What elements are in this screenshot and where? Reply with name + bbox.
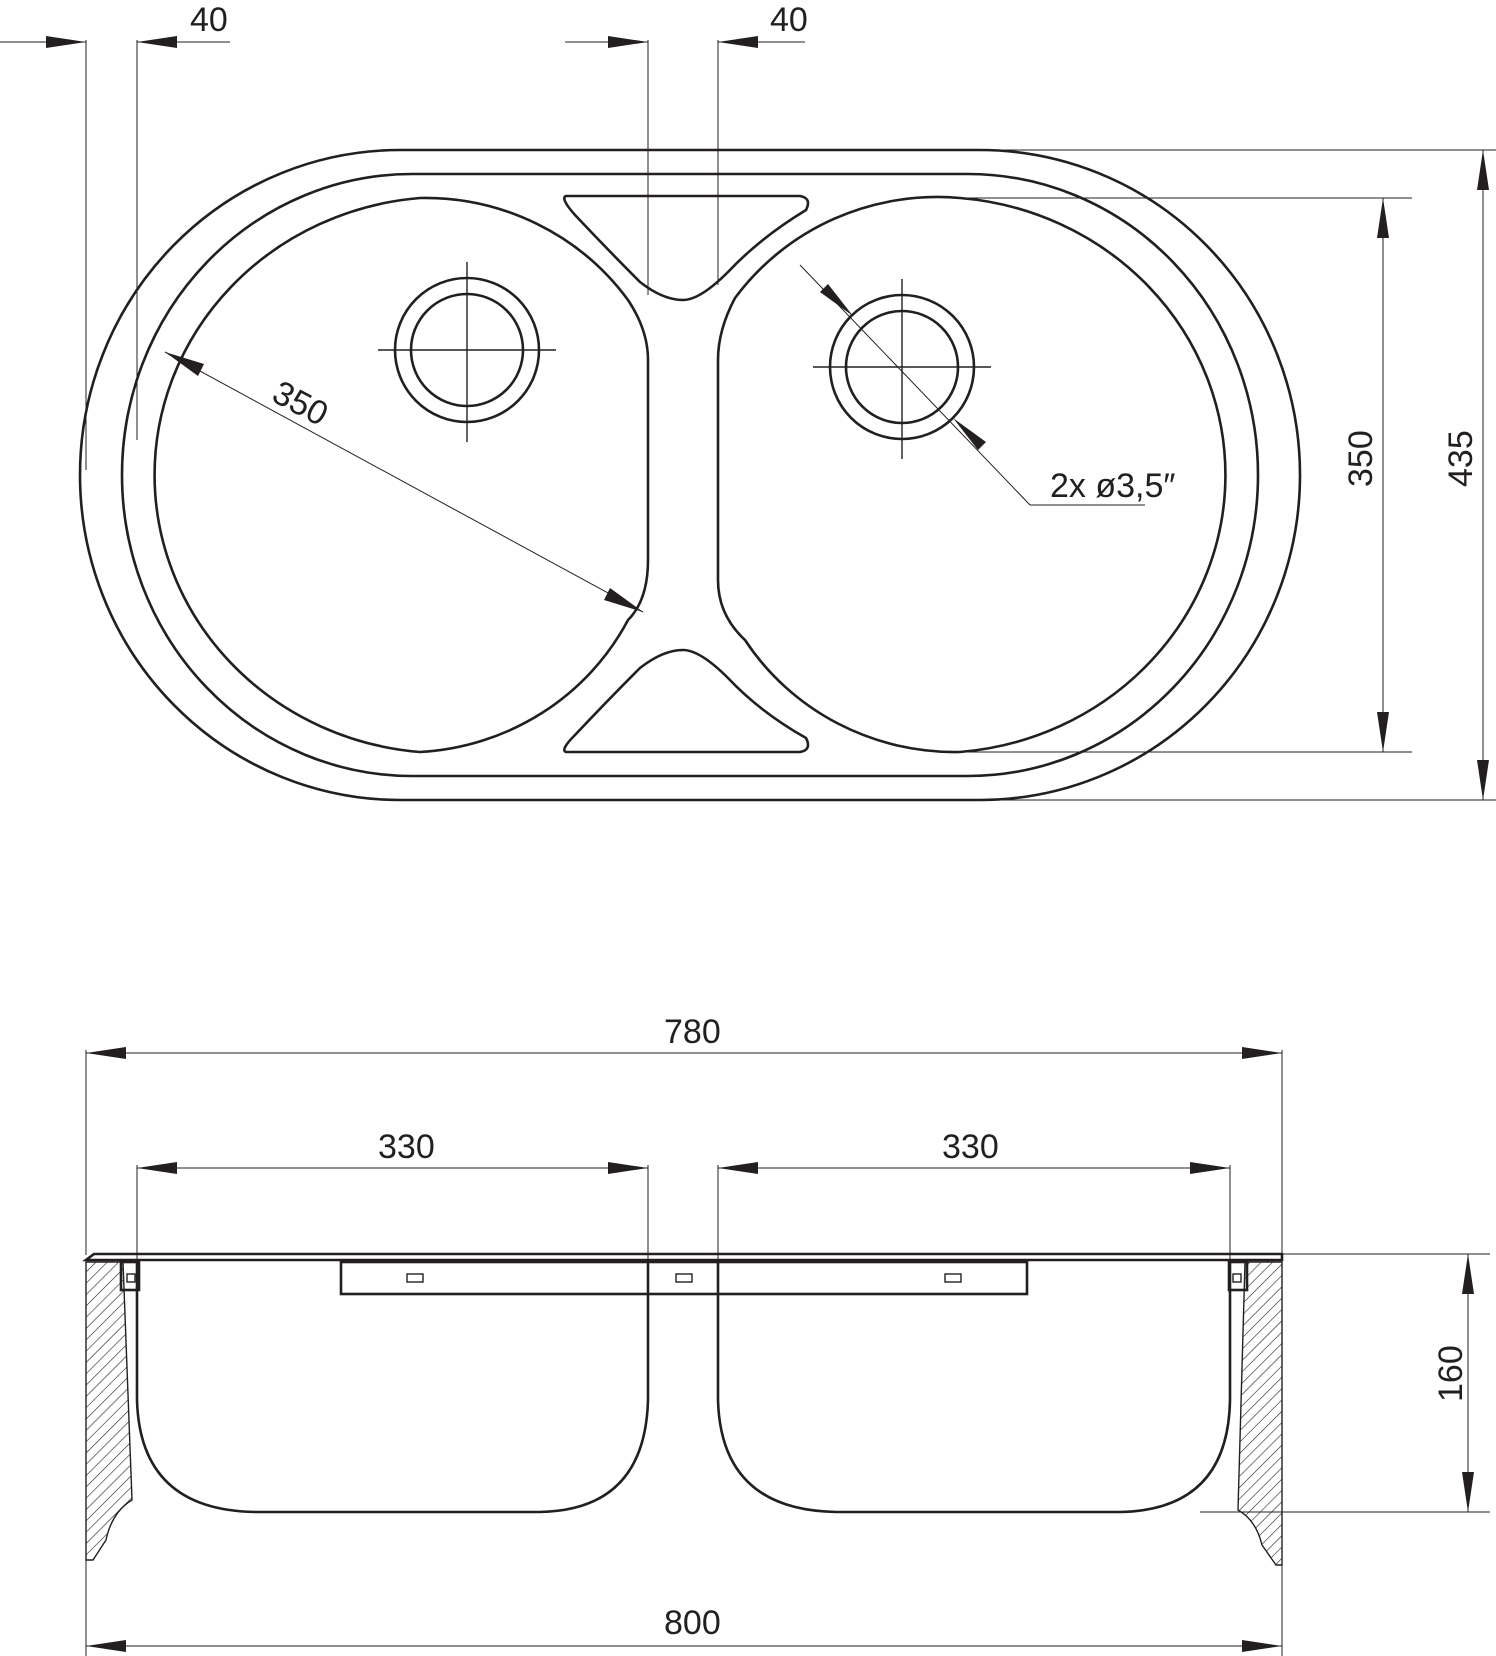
left-bowl-outline [153,196,650,754]
right-bowl-width-label: 330 [942,1128,999,1166]
bowl-height-label: 350 [1342,430,1380,487]
overall-height-label: 435 [1442,430,1480,487]
right-clip-slot [1232,1273,1242,1283]
right-countertop-section [1237,1261,1283,1566]
dimension-left-bowl-width: 330 [136,1128,649,1265]
sink-inner-rim [120,172,1260,778]
sink-top-plate [82,1252,1284,1262]
mounting-bracket [339,1260,1029,1296]
offset-middle-label: 40 [770,1,808,39]
inner-width-label: 780 [664,1013,721,1051]
overall-width-label: 800 [664,1604,721,1642]
divider-bottom-plate [563,648,810,754]
drain-note-label: 2x ø3,5″ [1050,467,1175,505]
divider-top-plate [563,194,810,302]
dimension-drain-diameter: 2x ø3,5″ [799,264,1175,506]
dimension-overall-width: 800 [85,1540,1283,1656]
dimension-offset-middle: 40 [565,1,808,295]
left-drain [378,262,556,442]
left-clip-slot [126,1273,136,1283]
side-view: 780 330 330 [82,1013,1490,1656]
dimension-depth: 160 [1200,1253,1490,1513]
dimension-right-bowl-width: 330 [717,1128,1231,1265]
bowl-diagonal-label: 350 [266,374,334,434]
top-view: 40 40 350 2x ø3,5″ [0,1,1496,802]
left-countertop-section [85,1261,133,1561]
offset-left-label: 40 [190,1,228,39]
left-bowl-section [135,1262,650,1514]
right-drain [813,279,991,459]
right-bowl-section [716,1262,1232,1514]
left-bowl-width-label: 330 [378,1128,435,1166]
dimension-overall-height: 435 [980,149,1496,801]
dimension-offset-left: 40 [0,1,230,470]
dimension-inner-width: 780 [85,1013,1283,1255]
dimension-bowl-diagonal: 350 [164,351,644,613]
depth-label: 160 [1432,1345,1470,1402]
dimension-bowl-height: 350 [960,197,1412,753]
right-bowl-outline [716,195,1227,754]
